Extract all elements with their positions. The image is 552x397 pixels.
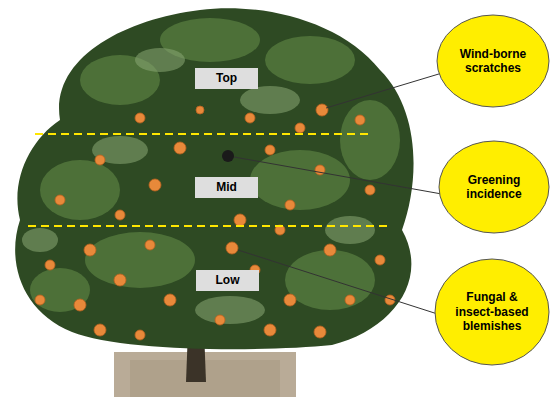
callout-circle: Fungal & insect-based blemishes	[434, 258, 550, 366]
zone-label-box: Mid	[195, 177, 258, 198]
leader-lines	[234, 70, 453, 318]
callout-text: Greening incidence	[452, 173, 536, 202]
leaf-highlights	[22, 48, 375, 324]
zone-label: Top	[216, 71, 237, 85]
callout-circle: Wind-borne scratches	[436, 14, 550, 108]
callout-text: Wind-borne scratches	[451, 47, 536, 76]
zone-label: Low	[216, 273, 240, 287]
zone-label-box: Low	[196, 270, 259, 291]
zone-divider	[35, 133, 372, 135]
zone-label-box: Top	[195, 68, 258, 89]
leaf-texture	[30, 18, 400, 312]
callout-circle: Greening incidence	[438, 140, 550, 234]
citrus-fruits	[35, 104, 395, 340]
zone-label: Mid	[216, 180, 237, 194]
callout-text: Fungal & insect-based blemishes	[449, 290, 536, 333]
greening-fruit	[222, 150, 234, 162]
zone-divider	[28, 225, 388, 227]
